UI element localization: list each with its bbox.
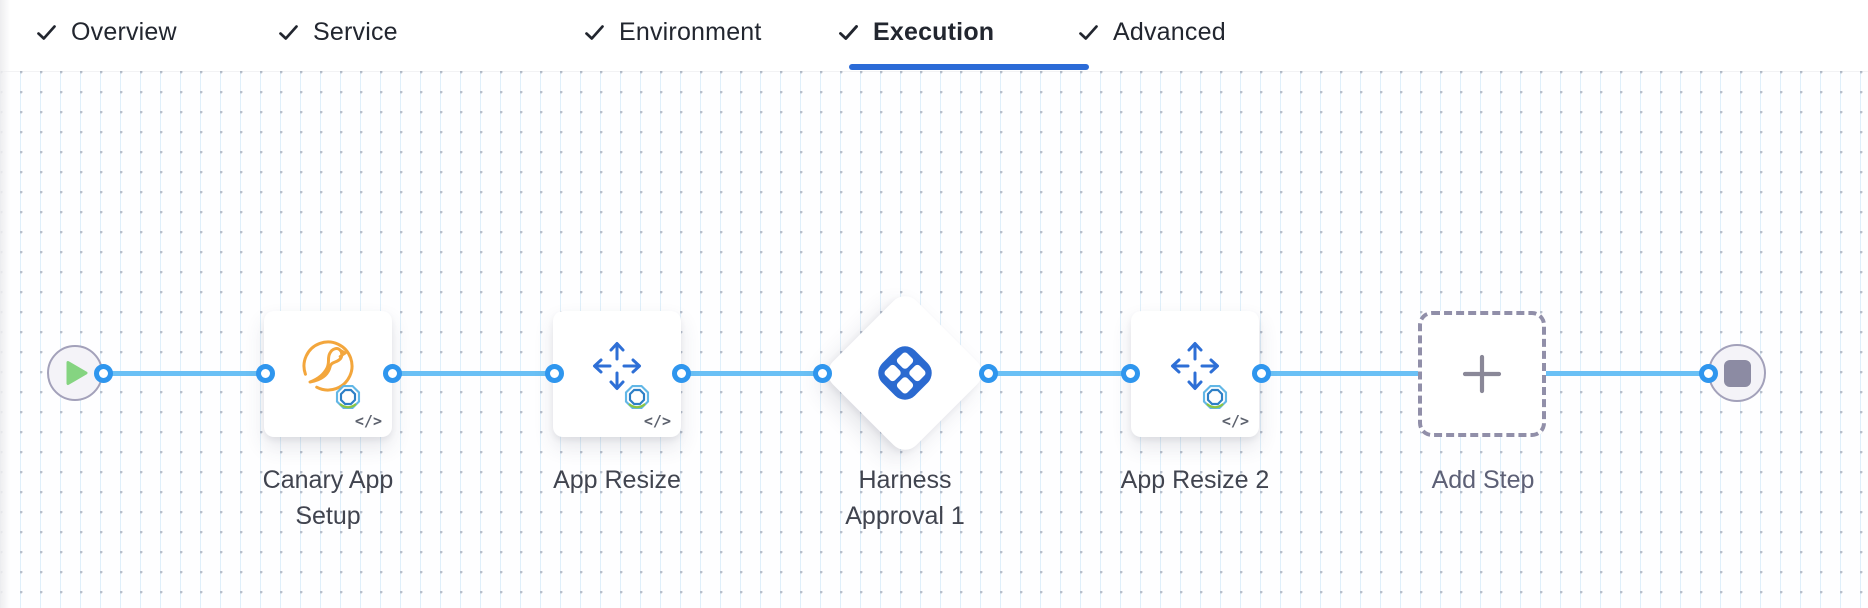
tab-execution[interactable]: Execution (837, 0, 994, 65)
connector-port[interactable] (813, 364, 832, 383)
play-icon (66, 361, 88, 385)
check-icon (279, 25, 298, 40)
gear-icon (1202, 384, 1228, 410)
stage-tabbar: Overview Service Environment Execution A… (0, 0, 1868, 71)
check-icon (37, 25, 56, 40)
code-icon: </> (354, 412, 382, 430)
connector-port[interactable] (1699, 364, 1718, 383)
pipeline-end-node (1708, 344, 1766, 402)
pipeline-canvas[interactable]: </> </> (0, 71, 1868, 608)
check-icon (1079, 25, 1098, 40)
connector-port[interactable] (672, 364, 691, 383)
connector-port[interactable] (256, 364, 275, 383)
connector-port[interactable] (383, 364, 402, 383)
step-node-canary-app-setup[interactable]: </> (264, 311, 392, 437)
connector-line (988, 371, 1130, 376)
node-label: Harness Approval 1 (845, 466, 965, 530)
tab-advanced[interactable]: Advanced (1077, 0, 1226, 65)
tab-environment[interactable]: Environment (583, 0, 762, 65)
connector-line (392, 371, 554, 376)
resize-arrows-icon (1171, 342, 1219, 391)
plus-icon (1462, 354, 1502, 394)
check-icon (585, 25, 604, 40)
check-icon (839, 25, 858, 40)
step-node-app-resize[interactable]: </> (553, 311, 681, 437)
tab-service[interactable]: Service (277, 0, 398, 65)
gear-icon (335, 384, 361, 410)
gear-icon (624, 384, 650, 410)
step-node-app-resize-2[interactable]: </> (1131, 311, 1259, 437)
tab-overview[interactable]: Overview (35, 0, 177, 65)
connector-port[interactable] (1252, 364, 1271, 383)
connector-port[interactable] (545, 364, 564, 383)
canary-icon (302, 340, 354, 392)
node-label: App Resize 2 (1120, 466, 1270, 494)
connector-port[interactable] (94, 364, 113, 383)
connector-line (681, 371, 822, 376)
resize-arrows-icon (593, 342, 641, 391)
connector-port[interactable] (1121, 364, 1140, 383)
code-icon: </> (643, 412, 671, 430)
tab-label: Advanced (1113, 18, 1226, 46)
tab-label: Overview (71, 18, 177, 46)
active-tab-underline (849, 64, 1089, 70)
pipeline-start-node (47, 345, 103, 401)
node-label: App Resize (553, 466, 681, 494)
connector-line (103, 371, 265, 376)
tab-label: Environment (619, 18, 762, 46)
tab-label: Execution (873, 18, 995, 46)
code-icon: </> (1221, 412, 1249, 430)
approval-node-harness-approval-1[interactable] (821, 289, 989, 457)
add-step-button[interactable] (1418, 311, 1546, 437)
node-label: Canary App Setup (262, 466, 394, 530)
connector-port[interactable] (979, 364, 998, 383)
tab-label: Service (313, 18, 398, 46)
stop-icon (1723, 359, 1751, 387)
left-panel-edge (0, 0, 10, 608)
node-label: Add Step (1431, 466, 1535, 494)
